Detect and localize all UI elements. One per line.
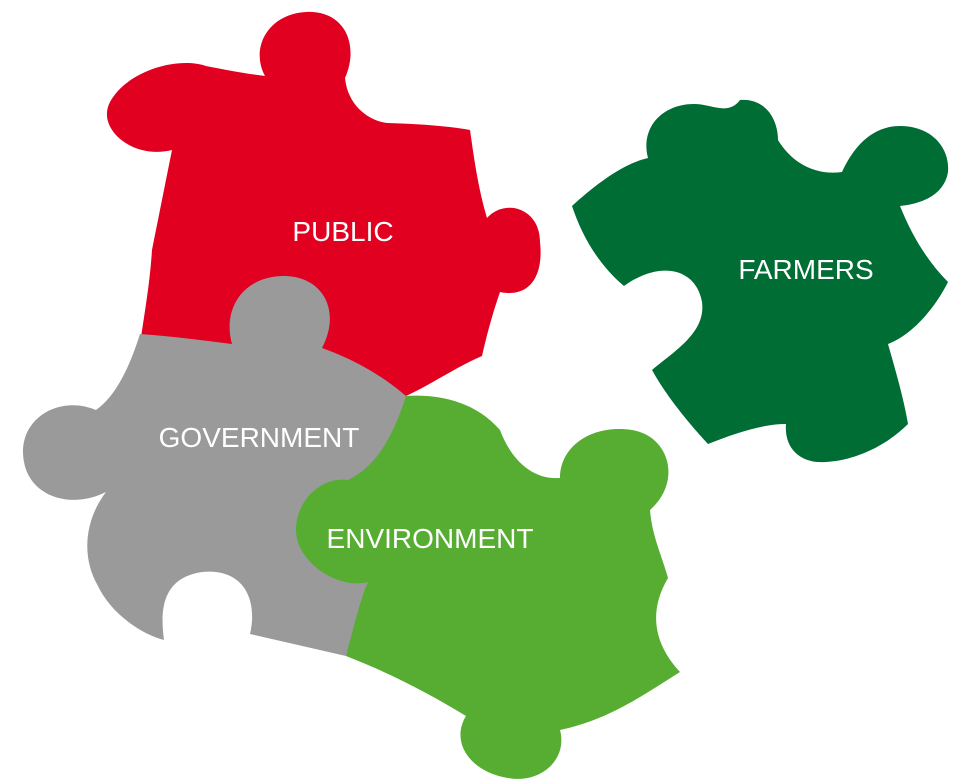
puzzle-piece-public	[106, 11, 541, 396]
piece-label-public: PUBLIC	[292, 216, 393, 247]
piece-label-farmers: FARMERS	[738, 254, 873, 285]
piece-label-environment: ENVIRONMENT	[327, 523, 534, 554]
piece-label-government: GOVERNMENT	[159, 422, 360, 453]
puzzle-piece-environment	[296, 395, 680, 779]
puzzle-piece-farmers	[572, 99, 949, 463]
